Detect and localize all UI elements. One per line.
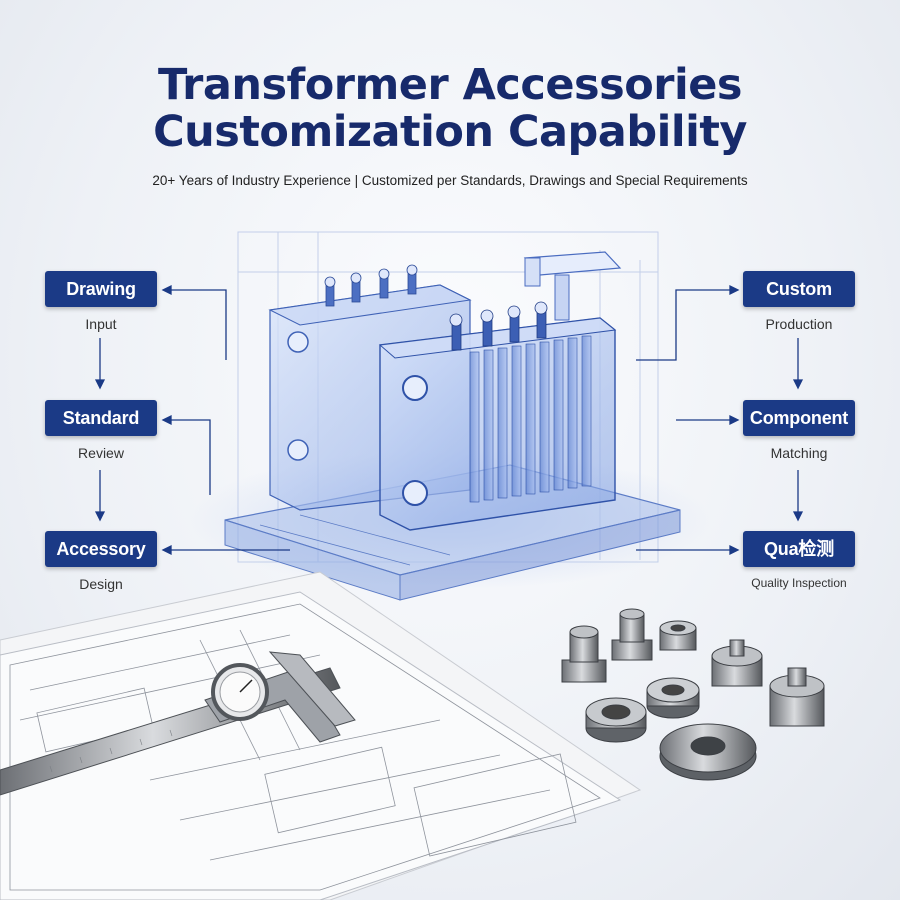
title-line-2: Customization Capability: [153, 107, 747, 157]
step-accessory-label: Accessory: [45, 531, 157, 567]
transformer-front: [378, 301, 617, 531]
step-drawing: Drawing Input: [45, 271, 157, 332]
conservator: [523, 251, 622, 321]
step-accessory: Accessory Design: [45, 531, 157, 592]
step-quality-label: Qua检测: [743, 531, 855, 567]
caliper-tool: [0, 651, 356, 796]
step-component-sub: Matching: [770, 445, 828, 461]
step-standard-sub: Review: [78, 445, 124, 461]
step-component: Component Matching: [743, 400, 855, 461]
step-quality-sub: Quality Inspection: [751, 576, 847, 590]
title-line-1: Transformer Accessories: [158, 60, 743, 110]
connector-arrows: [94, 284, 804, 556]
step-accessory-sub: Design: [79, 576, 123, 592]
machined-parts: [561, 608, 825, 781]
page-title: Transformer Accessories Customization Ca…: [0, 62, 900, 156]
step-standard-label: Standard: [45, 400, 157, 436]
page-subtitle: 20+ Years of Industry Experience | Custo…: [152, 173, 748, 188]
step-component-label: Component: [743, 400, 855, 436]
step-standard: Standard Review: [45, 400, 157, 461]
step-custom: Custom Production: [743, 271, 855, 332]
step-custom-label: Custom: [743, 271, 855, 307]
step-quality: Qua检测 Quality Inspection: [743, 531, 855, 590]
step-custom-sub: Production: [765, 316, 833, 332]
step-drawing-label: Drawing: [45, 271, 157, 307]
step-drawing-sub: Input: [85, 316, 117, 332]
